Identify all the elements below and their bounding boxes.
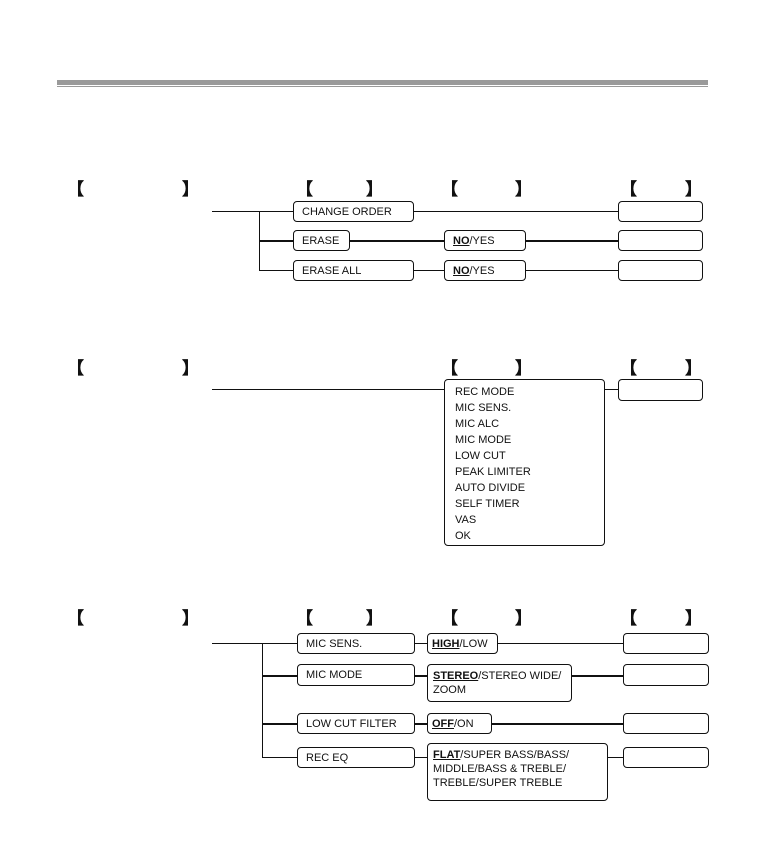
- connector-line: [415, 723, 427, 725]
- bracket-open: 【: [620, 609, 637, 628]
- low-cut-options-box: OFF/ON: [427, 713, 492, 734]
- connector-line: [212, 643, 297, 644]
- bracket-open: 【: [441, 180, 458, 199]
- mic-mode-options: /STEREO WIDE/: [478, 670, 562, 682]
- connector-line: [350, 240, 444, 242]
- list-item: LOW CUT: [455, 450, 506, 462]
- rec-eq-options-line3: TREBLE/SUPER TREBLE: [433, 777, 563, 789]
- settings-list-box: REC MODE MIC SENS. MIC ALC MIC MODE LOW …: [444, 379, 605, 546]
- mic-mode-box: MIC MODE: [297, 664, 415, 686]
- erase-all-confirm-box: NO /YES: [444, 260, 526, 281]
- rec-eq-options: /SUPER BASS/BASS/: [460, 749, 570, 761]
- connector-line: [414, 270, 444, 271]
- connector-line: [415, 675, 427, 677]
- bracket-close: 】: [685, 359, 702, 378]
- connector-line: [414, 211, 618, 212]
- connector-line: [212, 211, 293, 212]
- connector-line: [259, 270, 293, 271]
- bracket-open: 【: [441, 609, 458, 628]
- bracket-open: 【: [620, 180, 637, 199]
- erase-all-confirm-options: /YES: [469, 264, 495, 277]
- connector-line: [605, 389, 618, 390]
- connector-line: [415, 643, 427, 644]
- connector-line: [262, 643, 263, 758]
- connector-line: [415, 757, 427, 758]
- empty-box: [618, 230, 703, 251]
- bracket-close: 】: [515, 609, 532, 628]
- list-item: SELF TIMER: [455, 498, 520, 510]
- list-item: REC MODE: [455, 386, 515, 398]
- list-item: VAS: [455, 514, 477, 526]
- rec-eq-box: REC EQ: [297, 747, 415, 768]
- mic-sens-options-box: HIGH/LOW: [427, 633, 498, 654]
- bracket-close: 】: [366, 609, 383, 628]
- empty-box: [623, 713, 709, 734]
- rec-eq-options-box: FLAT/SUPER BASS/BASS/ MIDDLE/BASS & TREB…: [427, 743, 608, 801]
- header-rule: [57, 80, 708, 87]
- erase-confirm-default: NO: [453, 234, 470, 247]
- bracket-close: 】: [182, 609, 199, 628]
- bracket-open: 【: [67, 180, 84, 199]
- rec-eq-default: FLAT: [433, 749, 461, 761]
- bracket-open: 【: [620, 359, 637, 378]
- bracket-close: 】: [182, 180, 199, 199]
- connector-line: [262, 675, 297, 677]
- connector-line: [526, 240, 618, 242]
- mic-sens-options: /LOW: [459, 637, 488, 650]
- bracket-close: 】: [515, 180, 532, 199]
- empty-box: [618, 201, 703, 222]
- erase-box: ERASE: [293, 230, 350, 251]
- bracket-close: 】: [366, 180, 383, 199]
- empty-box: [623, 633, 709, 654]
- bracket-open: 【: [296, 180, 313, 199]
- list-item: MIC SENS.: [455, 402, 512, 414]
- bracket-close: 】: [182, 359, 199, 378]
- connector-line: [608, 757, 623, 758]
- empty-box: [618, 379, 703, 401]
- empty-box: [618, 260, 703, 281]
- mic-sens-default: HIGH: [432, 637, 460, 650]
- mic-sens-box: MIC SENS.: [297, 633, 415, 654]
- rec-eq-options-line2: MIDDLE/BASS & TREBLE/: [433, 763, 567, 775]
- low-cut-filter-box: LOW CUT FILTER: [297, 713, 415, 734]
- bracket-open: 【: [67, 609, 84, 628]
- bracket-close: 】: [685, 180, 702, 199]
- list-item: MIC MODE: [455, 434, 512, 446]
- connector-line: [572, 675, 623, 677]
- mic-mode-default: STEREO: [433, 670, 479, 682]
- bracket-close: 】: [685, 609, 702, 628]
- list-item: MIC ALC: [455, 418, 500, 430]
- bracket-open: 【: [67, 359, 84, 378]
- low-cut-default: OFF: [432, 717, 454, 730]
- erase-confirm-options: /YES: [469, 234, 495, 247]
- list-item: OK: [455, 530, 471, 542]
- connector-line: [262, 723, 297, 725]
- list-item: PEAK LIMITER: [455, 466, 531, 478]
- low-cut-options: /ON: [454, 717, 474, 730]
- erase-all-box: ERASE ALL: [293, 260, 414, 281]
- bracket-open: 【: [441, 359, 458, 378]
- mic-mode-options-line2: ZOOM: [433, 684, 466, 696]
- erase-confirm-box: NO /YES: [444, 230, 526, 251]
- connector-line: [212, 389, 444, 390]
- erase-all-confirm-default: NO: [453, 264, 470, 277]
- connector-line: [498, 643, 623, 644]
- connector-line: [526, 270, 618, 271]
- list-item: AUTO DIVIDE: [455, 482, 526, 494]
- empty-box: [623, 747, 709, 768]
- bracket-open: 【: [296, 609, 313, 628]
- connector-line: [259, 240, 293, 242]
- bracket-close: 】: [515, 359, 532, 378]
- mic-mode-options-box: STEREO/STEREO WIDE/ ZOOM: [427, 664, 572, 702]
- change-order-box: CHANGE ORDER: [293, 201, 414, 222]
- connector-line: [262, 757, 297, 758]
- connector-line: [492, 723, 623, 725]
- empty-box: [623, 664, 709, 686]
